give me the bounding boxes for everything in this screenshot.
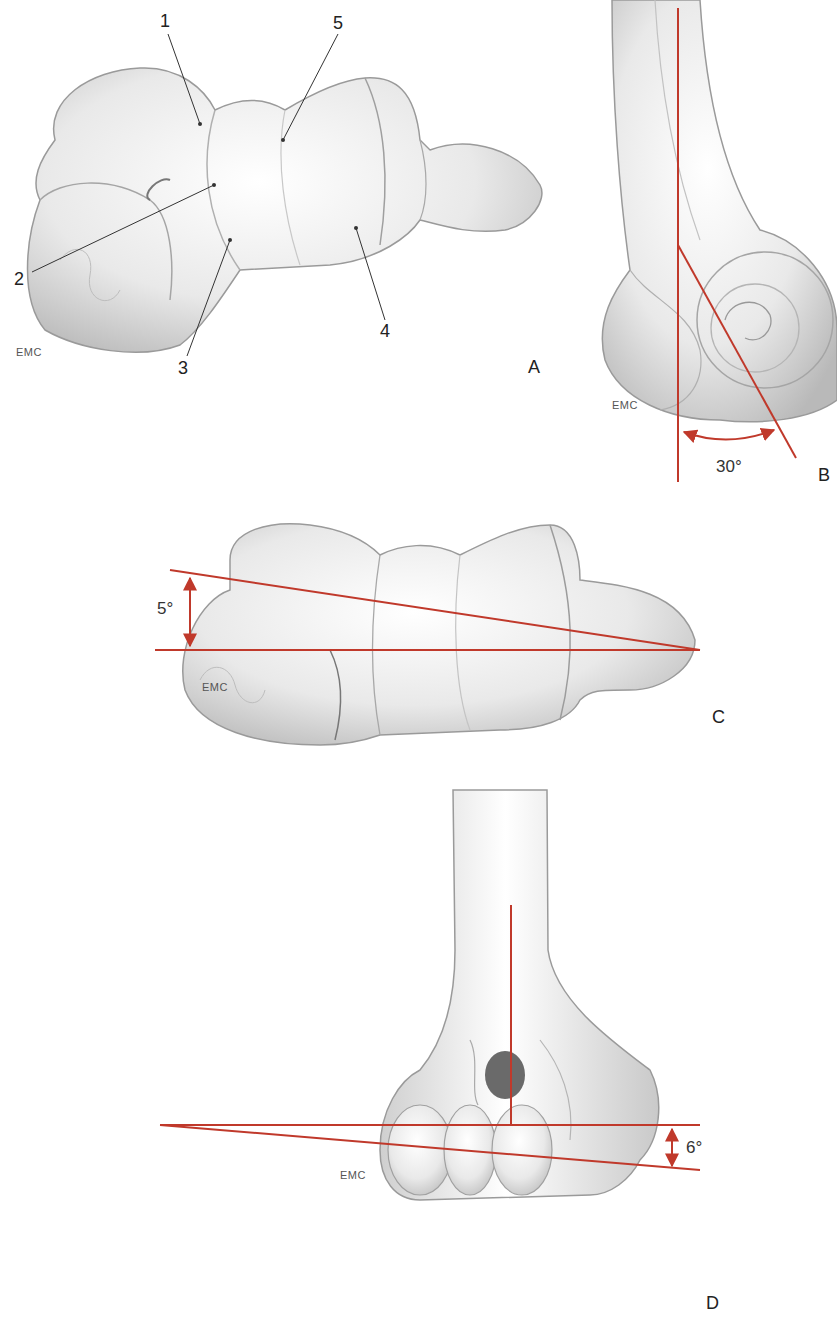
panel-letter: B xyxy=(818,466,830,484)
panel-letter: A xyxy=(528,358,540,376)
angle-lines xyxy=(678,8,796,482)
callout-number: 4 xyxy=(380,322,390,340)
panel-a-bone xyxy=(28,68,542,352)
callout-number: 1 xyxy=(160,12,170,30)
panel-letter: D xyxy=(706,1294,719,1312)
panel-d-bone xyxy=(380,790,659,1200)
angle-lines xyxy=(160,905,700,1170)
panel-b-bone xyxy=(602,0,837,422)
watermark: EMC xyxy=(202,682,228,693)
callout-number: 5 xyxy=(333,14,343,32)
leader-line xyxy=(32,34,385,356)
watermark: EMC xyxy=(340,1170,366,1181)
watermark: EMC xyxy=(612,400,638,411)
angle-value: 5° xyxy=(157,600,173,617)
callout-number: 2 xyxy=(14,270,24,288)
leader-dot xyxy=(198,122,358,242)
angle-value: 30° xyxy=(716,458,742,475)
callout-number: 3 xyxy=(178,359,188,377)
angle-value: 6° xyxy=(686,1139,702,1156)
angle-lines xyxy=(155,570,700,650)
panel-letter: C xyxy=(712,708,725,726)
watermark: EMC xyxy=(16,347,42,358)
panel-c-bone xyxy=(183,524,695,745)
